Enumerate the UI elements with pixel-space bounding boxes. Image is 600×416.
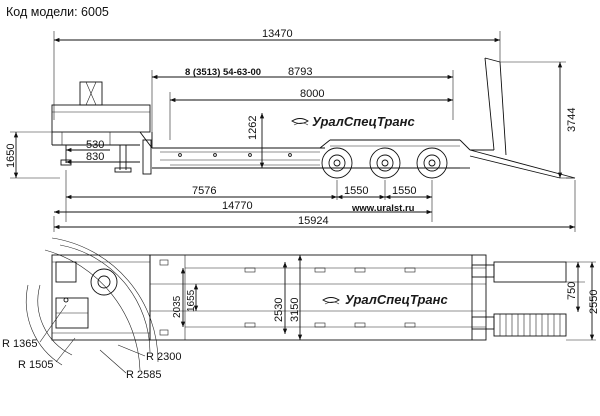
model-code-label: Код модели: 6005 bbox=[6, 5, 109, 19]
dim-text-2035: 2035 bbox=[172, 295, 183, 318]
dim-text-750: 750 bbox=[566, 282, 578, 300]
dim-text-1650: 1650 bbox=[5, 144, 17, 168]
turning-radius-arcs bbox=[25, 237, 159, 371]
r-1365-label: R 1365 bbox=[2, 338, 37, 350]
wheels bbox=[321, 147, 448, 179]
side-view: 13470 8 (3513) 54-63-00 8793 8000 bbox=[5, 28, 578, 232]
dim-deck-height: 1262 bbox=[247, 113, 265, 168]
gooseneck bbox=[51, 81, 153, 175]
dim-text-8793: 8793 bbox=[288, 66, 312, 78]
dim-kingpin: 530 830 bbox=[66, 139, 140, 165]
brand-logo-side: УралСпецТранс bbox=[291, 114, 415, 129]
dim-text-15924: 15924 bbox=[298, 215, 329, 227]
dim-top-widths: 2035 1655 2530 3150 bbox=[172, 254, 303, 340]
dim-overall-length: 13470 bbox=[53, 28, 501, 120]
dim-text-1550-b: 1550 bbox=[392, 185, 416, 197]
dim-text-830: 830 bbox=[86, 151, 104, 163]
dim-text-2530: 2530 bbox=[273, 298, 285, 322]
top-view: УралСпецТранс 2035 1655 2530 3150 750 bbox=[2, 237, 600, 381]
dim-text-14770: 14770 bbox=[222, 200, 253, 212]
website-url: www.uralst.ru bbox=[351, 203, 415, 214]
ramps-top bbox=[493, 261, 567, 337]
dim-text-1262: 1262 bbox=[247, 116, 259, 140]
dim-text-1550-a: 1550 bbox=[344, 185, 368, 197]
dim-text-1655: 1655 bbox=[186, 289, 197, 312]
dim-full-length: 14770 www.uralst.ru bbox=[54, 200, 432, 215]
dim-text-8000: 8000 bbox=[300, 88, 324, 100]
brand-logo-top: УралСпецТранс bbox=[322, 292, 448, 307]
dim-text-7576: 7576 bbox=[192, 185, 216, 197]
dim-ramp-height: 3744 bbox=[500, 61, 578, 179]
deck-frame bbox=[152, 139, 471, 169]
dim-top-right: 750 2550 bbox=[566, 261, 600, 341]
dim-axle-row: 7576 1550 1550 bbox=[65, 170, 433, 222]
r-2585-label: R 2585 bbox=[126, 369, 161, 381]
dim-fifth-wheel-height: 1650 bbox=[5, 131, 60, 179]
brand-text-side: УралСпецТранс bbox=[312, 114, 415, 129]
deck-top bbox=[149, 254, 495, 341]
dim-platform-length: 8 (3513) 54-63-00 8793 bbox=[151, 66, 454, 140]
dim-deck-length: 8000 bbox=[169, 88, 453, 140]
brand-text-top: УралСпецТранс bbox=[345, 292, 448, 307]
r-1505-label: R 1505 bbox=[18, 359, 53, 371]
r-2300-label: R 2300 bbox=[146, 351, 181, 363]
dim-text-3150: 3150 bbox=[289, 298, 301, 322]
ramp-raised bbox=[469, 57, 576, 179]
dim-text-530: 530 bbox=[86, 139, 104, 151]
dim-text-2550: 2550 bbox=[588, 290, 600, 314]
dim-text-3744: 3744 bbox=[566, 108, 578, 132]
radius-labels: R 1365 R 1505 R 2300 R 2585 bbox=[2, 304, 181, 381]
dim-text-13470: 13470 bbox=[262, 28, 293, 40]
dim-total-length: 15924 bbox=[53, 180, 576, 232]
phone-number: 8 (3513) 54-63-00 bbox=[185, 67, 261, 78]
